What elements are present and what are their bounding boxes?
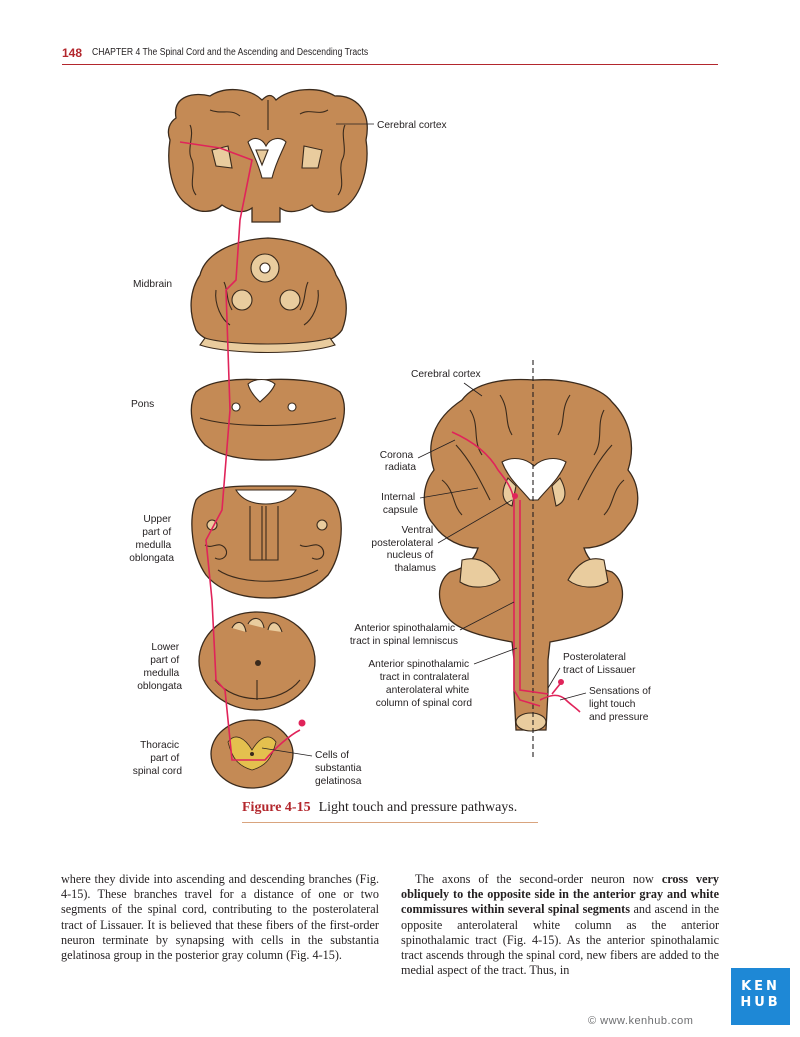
logo-line-hub: HUB [731,995,790,1011]
left-receptor-dot [299,720,306,727]
paragraph-right-start: The axons of the second-order neuron now [415,872,662,886]
label-ast-contralateral: Anterior spinothalamic tract in contrala… [368,659,472,709]
left-pons-section [191,379,344,460]
left-midbrain-section [191,238,346,353]
label-lissauer: Posterolateral tract of Lissauer [563,652,636,676]
label-midbrain: Midbrain [133,279,172,290]
figure-number: Figure 4-15 [242,800,311,815]
label-upper-medulla: Upper part of medulla oblongata [129,514,174,564]
label-cerebral-cortex-left: Cerebral cortex [377,120,447,131]
figure-caption: Figure 4-15 Light touch and pressure path… [242,798,538,823]
label-thoracic: Thoracic part of spinal cord [133,740,183,777]
label-vpl-thalamus: Ventral posterolateral nucleus of thalam… [371,525,436,574]
paragraph-left: where they divide into ascending and des… [61,872,379,963]
chapter-title: CHAPTER 4 The Spinal Cord and the Ascend… [92,47,368,58]
label-pons: Pons [131,399,154,410]
right-receptor-dot-1 [558,679,564,685]
kenhub-logo[interactable]: KEN HUB [731,968,790,1025]
copyright-notice: © www.kenhub.com [588,1015,693,1027]
page-number: 148 [62,46,82,60]
label-ast-lemniscus: Anterior spinothalamic tract in spinal l… [350,623,458,647]
left-lower-medulla-section [199,612,315,710]
body-column-left: where they divide into ascending and des… [61,872,379,963]
left-upper-medulla-section [192,486,341,598]
figure-light-touch-pathways: .tis { fill:#c48a55; stroke:#3a2a1c; str… [0,70,800,830]
logo-line-ken: KEN [731,979,790,995]
label-lower-medulla: Lower part of medulla oblongata [137,642,182,692]
label-corona-radiata: Corona radiata [380,450,417,473]
left-thoracic-cord-section [211,720,293,788]
label-sensations: Sensations of light touch and pressure [589,686,654,723]
label-internal-capsule: Internal capsule [381,492,418,516]
label-substantia-gelatinosa: Cells of substantia gelatinosa [315,750,364,787]
figure-caption-text: Light touch and pressure pathways. [319,800,518,815]
right-thalamus-dot [512,493,518,499]
left-brain-section [168,90,367,222]
label-cerebral-cortex-right: Cerebral cortex [411,369,481,380]
running-header: 148 CHAPTER 4 The Spinal Cord and the As… [62,44,718,65]
body-column-right: The axons of the second-order neuron now… [401,872,719,978]
paragraph-right: The axons of the second-order neuron now… [401,872,719,978]
